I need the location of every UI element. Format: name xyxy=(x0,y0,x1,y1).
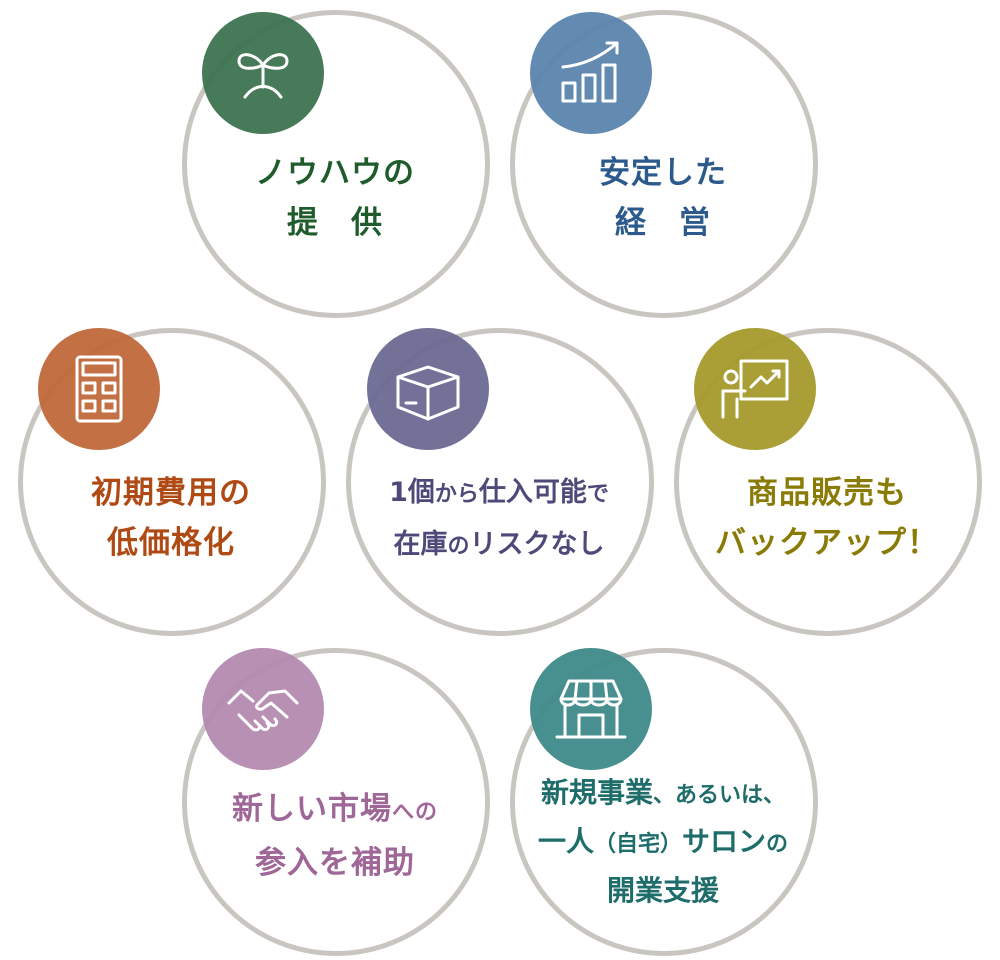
label-line: バックアップ！ xyxy=(715,525,939,561)
handshake-icon xyxy=(202,648,324,770)
label-line: 在庫のリスクなし xyxy=(349,520,649,572)
label-line: 参入を補助 xyxy=(255,845,415,881)
label-line: 新規事業、あるいは、 xyxy=(513,770,813,819)
label-market: 新しい市場への 参入を補助 xyxy=(185,784,485,888)
box-icon xyxy=(367,328,489,450)
sprout-icon xyxy=(202,12,324,134)
text: の xyxy=(447,534,470,559)
text: から xyxy=(434,482,479,507)
label-line: 商品販売も xyxy=(747,475,907,511)
label-line: 安定した xyxy=(599,155,727,191)
presentation-icon xyxy=(694,328,816,450)
growth-chart-icon xyxy=(530,12,652,134)
label-line: 経 営 xyxy=(615,205,711,241)
text: で xyxy=(586,482,609,507)
text: （自宅） xyxy=(593,832,682,857)
text: 新規事業 xyxy=(540,776,653,809)
label-line: 1個から仕入可能で xyxy=(349,468,649,520)
text: 在庫 xyxy=(393,529,448,560)
text: サロン xyxy=(682,825,767,858)
label-knowhow: ノウハウの 提 供 xyxy=(185,148,485,248)
label-line: 提 供 xyxy=(287,205,383,241)
text: の xyxy=(766,832,789,857)
label-line: ノウハウの xyxy=(255,155,415,191)
text: 仕入可能 xyxy=(478,477,587,508)
label-cost: 初期費用の 低価格化 xyxy=(21,468,321,568)
storefront-icon xyxy=(530,648,652,770)
label-stable: 安定した 経 営 xyxy=(513,148,813,248)
label-line: 開業支援 xyxy=(606,874,719,907)
label-sales: 商品販売も バックアップ！ xyxy=(677,468,977,568)
label-line: 一人（自宅）サロンの xyxy=(513,819,813,868)
label-line: 低価格化 xyxy=(107,525,235,561)
text: 1個 xyxy=(389,477,435,508)
text: リスクなし xyxy=(469,529,605,560)
text: 、あるいは、 xyxy=(653,783,786,808)
label-line: 初期費用の xyxy=(91,475,251,511)
label-salon: 新規事業、あるいは、 一人（自宅）サロンの 開業支援 xyxy=(513,770,813,914)
text: への xyxy=(391,800,438,825)
label-line: 新しい市場への xyxy=(185,784,485,838)
text: 新しい市場 xyxy=(231,791,392,827)
label-inventory: 1個から仕入可能で 在庫のリスクなし xyxy=(349,468,649,572)
calculator-icon xyxy=(38,328,160,450)
text: 一人 xyxy=(537,825,594,858)
